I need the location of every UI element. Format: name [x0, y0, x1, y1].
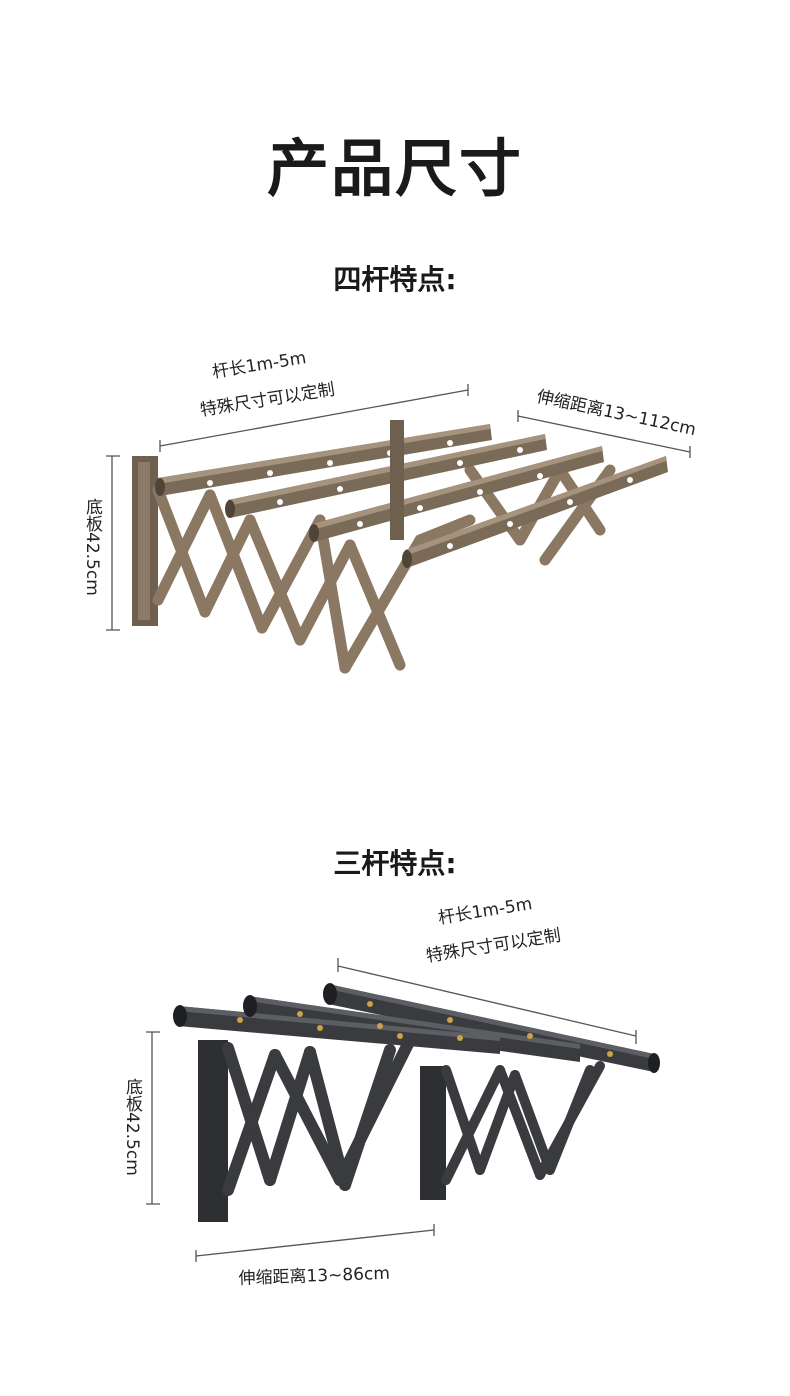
four-bar-heading: 四杆特点: — [333, 263, 457, 296]
three-bar-heading: 三杆特点: — [333, 847, 457, 880]
four-bar-base-label: 底板42.5cm — [82, 498, 102, 596]
page-title: 产品尺寸 — [266, 132, 523, 205]
three-bar-base-label: 底板42.5cm — [122, 1078, 142, 1176]
